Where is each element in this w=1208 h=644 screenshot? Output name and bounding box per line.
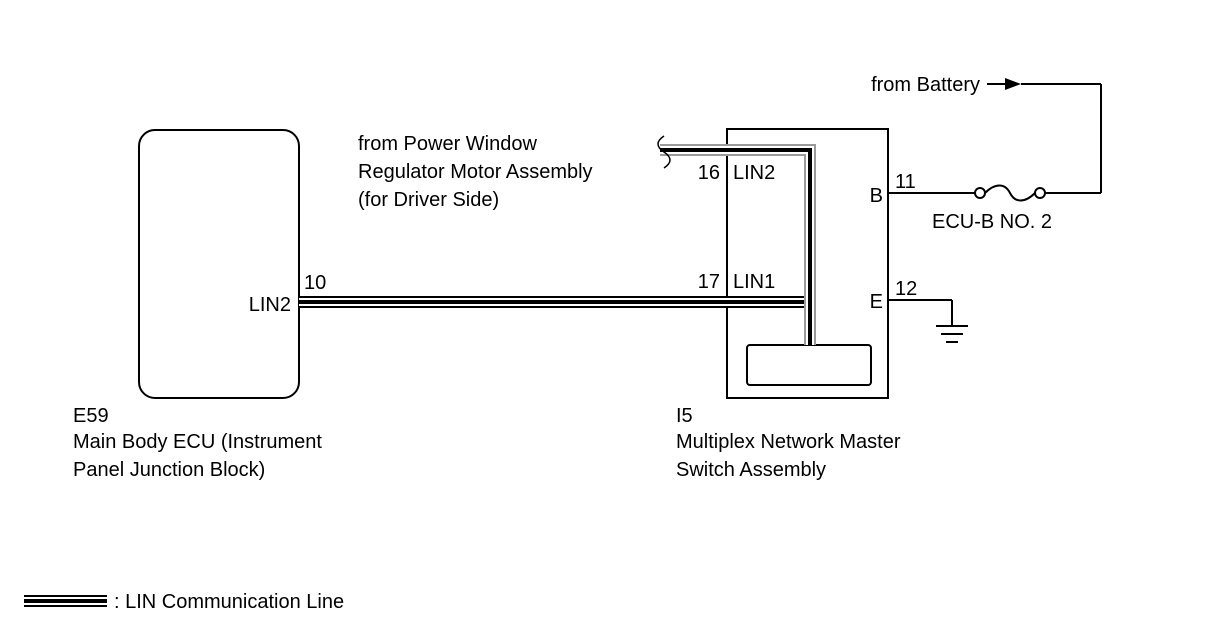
pin-12: 12: [895, 278, 917, 300]
terminal-lin1: LIN1: [733, 271, 775, 293]
lin2-line-core: [660, 148, 812, 345]
terminal-lin2: LIN2: [733, 162, 775, 184]
pin-17: 17: [698, 271, 720, 293]
master-switch-inner-module: [746, 344, 872, 386]
ground-circuit: [888, 299, 953, 325]
power-window-line1: from Power Window: [358, 133, 537, 155]
terminal-e: E: [870, 291, 883, 313]
terminal-b: B: [870, 185, 883, 207]
fuse-icon: [974, 184, 1046, 202]
master-switch-connector-code: I5: [676, 405, 693, 427]
arrow-right-icon: [1005, 78, 1021, 90]
ecu-name-line1: Main Body ECU (Instrument: [73, 431, 322, 453]
master-switch-name-line1: Multiplex Network Master: [676, 431, 901, 453]
battery-label: from Battery: [871, 74, 980, 96]
power-window-line3: (for Driver Side): [358, 189, 499, 211]
ecu-connector-code: E59: [73, 405, 109, 427]
master-switch-box: [726, 128, 889, 399]
ground-icon: [936, 325, 968, 343]
main-body-ecu-box: [138, 129, 300, 399]
wire-break-mark: [657, 135, 671, 169]
ecu-terminal-name: LIN2: [249, 294, 291, 316]
master-switch-name-line2: Switch Assembly: [676, 459, 826, 481]
fuse-label: ECU-B NO. 2: [932, 211, 1052, 233]
battery-circuit: [888, 83, 1102, 202]
ecu-name-line2: Panel Junction Block): [73, 459, 265, 481]
pin-11: 11: [895, 171, 916, 193]
lin-communication-lines: [299, 144, 816, 345]
ecu-terminal-pin: 10: [304, 272, 326, 294]
legend-label: : LIN Communication Line: [114, 591, 344, 613]
pin-16: 16: [698, 162, 720, 184]
power-window-line2: Regulator Motor Assembly: [358, 161, 593, 183]
